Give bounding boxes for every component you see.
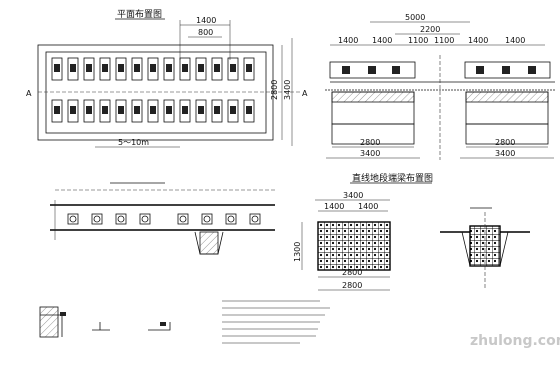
sec-dim-p6: 1400 [505,36,525,45]
beam-dim-p1: 1400 [324,202,344,211]
section-mark-right: A [302,89,308,98]
sec-dim-low-r: 2800 [495,138,515,147]
sec-dim-base-r: 3400 [495,149,515,158]
end-beam-title: 直线地段端梁布置图 [352,172,433,184]
beam-dim-bottom1: 2800 [342,268,362,277]
elevation-view [50,182,275,255]
sec-dim-p1: 1400 [338,36,358,45]
rail-fasteners [342,66,536,74]
sec-dim-base-l: 3400 [360,149,380,158]
sec-dim-p5: 1400 [468,36,488,45]
elevation-supports [67,213,261,225]
plan-dim-1400: 1400 [196,16,216,25]
sec-dim-low-l: 2800 [360,138,380,147]
sec-dim-total: 5000 [405,13,425,22]
sec-dim-p4: 1100 [434,36,454,45]
sec-dim-mid: 2200 [420,25,440,34]
beam-dim-bottom2: 2800 [342,281,362,290]
plan-view-title: 平面布置图 [117,8,162,20]
plan-row-upper [51,57,255,81]
plan-dim-bottom: 5～10m [118,138,149,147]
sec-dim-p3: 1100 [408,36,428,45]
sec-dim-p2: 1400 [372,36,392,45]
cross-detail [440,207,530,290]
plan-view: 平面布置图 1400 800 A A [26,8,308,148]
small-details [39,300,330,344]
notes-lines [222,300,330,344]
plan-dim-3400: 3400 [283,80,292,100]
plan-dim-2800: 2800 [270,80,279,100]
plan-dim-800: 800 [198,28,213,37]
beam-dim-top: 3400 [343,191,363,200]
beam-dim-p2: 1400 [358,202,378,211]
section-mark-left: A [26,89,32,98]
beam-dim-height: 1300 [293,242,302,262]
beam-reinforcement-grid [317,221,391,271]
end-beam-detail: 直线地段端梁布置图 3400 1400 1400 1300 2800 2800 [293,172,433,291]
watermark: zhulong.com [470,333,560,349]
section-view: 5000 2200 1400 1400 1100 1100 1400 1400 [325,13,555,160]
plan-row-lower [51,99,255,123]
